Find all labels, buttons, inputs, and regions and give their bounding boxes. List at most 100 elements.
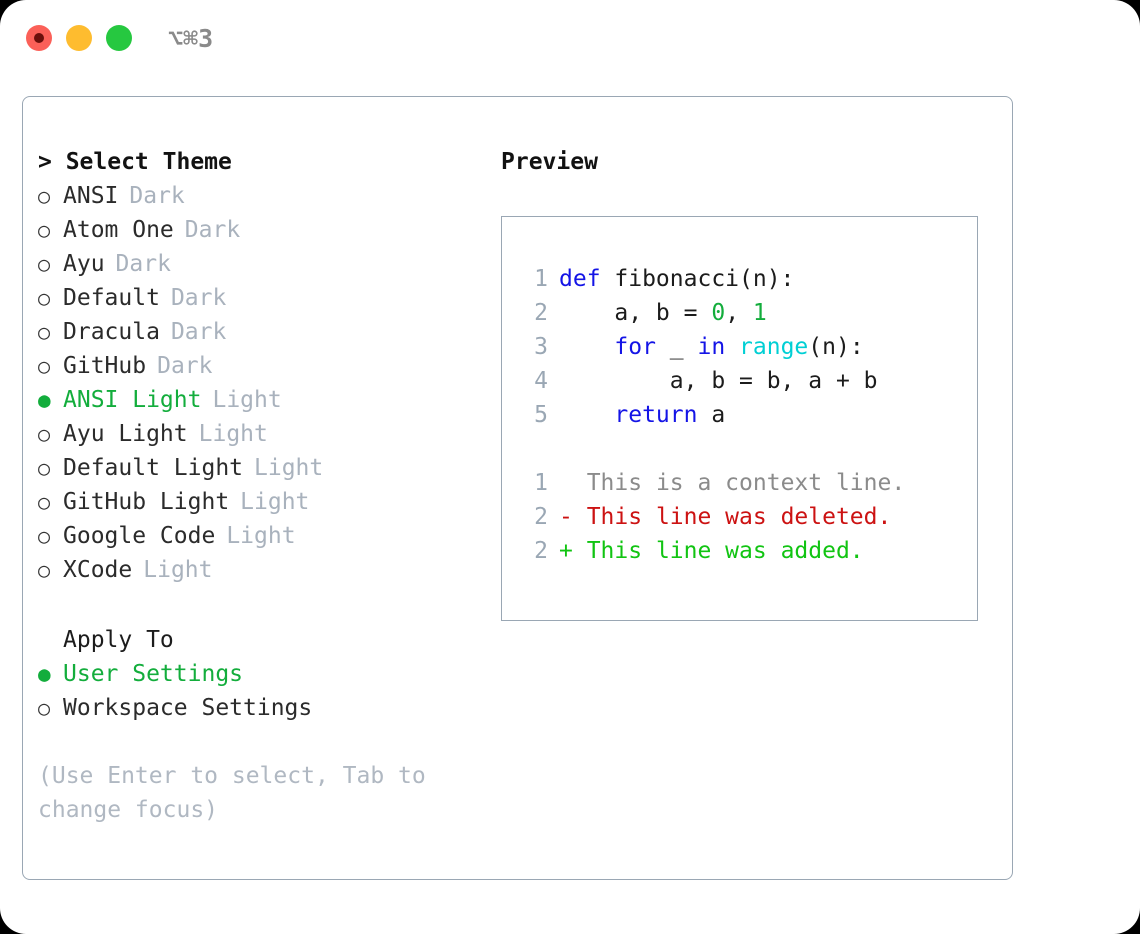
line-number: 2 <box>534 504 548 530</box>
code-line: 3 for _ in range(n): <box>520 330 971 364</box>
theme-variant-tag: Light <box>198 421 268 447</box>
radio-unselected-icon: ○ <box>38 490 51 514</box>
radio-unselected-icon: ○ <box>38 558 51 582</box>
diff-line-text: This line was added. <box>586 538 864 564</box>
diff-sample: 1 This is a context line.2- This line wa… <box>520 466 971 568</box>
radio-unselected-icon: ○ <box>38 696 51 720</box>
theme-option-label: ANSI Light <box>63 387 202 413</box>
theme-option-label: Ayu Light <box>63 421 188 447</box>
diff-marker: + <box>559 538 587 564</box>
code-diff-separator <box>520 432 971 466</box>
code-line: 4 a, b = b, a + b <box>520 364 971 398</box>
line-number: 2 <box>534 300 548 326</box>
theme-option-github-light[interactable]: ○ GitHub Light Light <box>38 485 478 519</box>
pane-spacer <box>38 587 478 623</box>
theme-option-label: GitHub Light <box>63 489 230 515</box>
theme-option-label: XCode <box>63 557 133 583</box>
theme-option-google-code[interactable]: ○ Google Code Light <box>38 519 478 553</box>
theme-variant-tag: Dark <box>115 251 171 277</box>
apply-to-option-label: Workspace Settings <box>63 695 313 721</box>
radio-unselected-icon: ○ <box>38 320 51 344</box>
keyboard-shortcut-label: ⌥⌘3 <box>168 24 214 53</box>
code-token-kw: def <box>559 266 601 292</box>
diff-marker <box>559 466 587 500</box>
radio-unselected-icon: ○ <box>38 422 51 446</box>
code-token-pl: fibonacci(n): <box>600 266 795 292</box>
code-token-pl <box>559 334 614 360</box>
code-token-kw: for <box>614 334 656 360</box>
theme-variant-tag: Light <box>212 387 282 413</box>
theme-option-label: Dracula <box>63 319 160 345</box>
code-token-pl: (n): <box>808 334 864 360</box>
apply-to-heading: Apply To <box>63 627 174 653</box>
theme-option-default-light[interactable]: ○ Default Light Light <box>38 451 478 485</box>
radio-unselected-icon: ○ <box>38 252 51 276</box>
diff-line: 1 This is a context line. <box>520 466 971 500</box>
diff-marker: - <box>559 504 587 530</box>
theme-variant-tag: Dark <box>157 353 213 379</box>
code-token-pl: a, b = b, a + b <box>559 368 878 394</box>
theme-option-label: ANSI <box>63 183 119 209</box>
theme-option-default[interactable]: ○ Default Dark <box>38 281 478 315</box>
apply-to-option-label: User Settings <box>63 661 244 687</box>
radio-unselected-icon: ○ <box>38 456 51 480</box>
theme-pane-title: > Select Theme <box>38 149 232 175</box>
theme-option-atom-one[interactable]: ○ Atom One Dark <box>38 213 478 247</box>
theme-variant-tag: Light <box>143 557 213 583</box>
theme-option-label: Ayu <box>63 251 105 277</box>
radio-selected-icon: ● <box>38 662 51 686</box>
code-line-text: def fibonacci(n): <box>559 262 794 296</box>
close-button[interactable] <box>26 25 52 51</box>
theme-variant-tag: Light <box>226 523 296 549</box>
theme-option-label: Atom One <box>63 217 174 243</box>
radio-unselected-icon: ○ <box>38 218 51 242</box>
traffic-lights <box>26 25 132 51</box>
theme-option-label: Default <box>63 285 160 311</box>
code-token-kw: in <box>697 334 726 360</box>
apply-to-option-user-settings[interactable]: ● User Settings <box>38 657 478 691</box>
code-line-text: for _ in range(n): <box>559 330 864 364</box>
code-token-num: 0 <box>711 300 726 326</box>
code-line-text: a, b = 0, 1 <box>559 296 767 330</box>
radio-unselected-icon: ○ <box>38 184 51 208</box>
theme-variant-tag: Light <box>254 455 324 481</box>
theme-variant-tag: Dark <box>170 319 227 345</box>
code-token-pl: a <box>697 402 726 428</box>
theme-option-ayu[interactable]: ○ Ayu Dark <box>38 247 478 281</box>
diff-line-text: This is a context line. <box>586 470 906 496</box>
code-token-pl: _ <box>655 334 698 360</box>
diff-line: 2- This line was deleted. <box>520 500 971 534</box>
code-token-num: 1 <box>752 300 767 326</box>
line-number: 4 <box>534 368 548 394</box>
line-number: 2 <box>534 538 548 564</box>
code-token-pl: , <box>725 300 753 326</box>
theme-option-ayu-light[interactable]: ○ Ayu Light Light <box>38 417 478 451</box>
theme-option-dracula[interactable]: ○ Dracula Dark <box>38 315 478 349</box>
theme-variant-tag: Light <box>240 489 310 515</box>
theme-option-label: Google Code <box>63 523 216 549</box>
theme-option-xcode[interactable]: ○ XCode Light <box>38 553 478 587</box>
theme-variant-tag: Dark <box>184 217 241 243</box>
preview-title: Preview <box>501 149 598 175</box>
minimize-button[interactable] <box>66 25 92 51</box>
theme-option-label: Default Light <box>63 455 244 481</box>
radio-unselected-icon: ○ <box>38 286 51 310</box>
zoom-button[interactable] <box>106 25 132 51</box>
radio-unselected-icon: ○ <box>38 524 51 548</box>
code-token-pl <box>725 334 739 360</box>
code-line-text: return a <box>559 398 725 432</box>
theme-variant-tag: Dark <box>170 285 227 311</box>
apply-to-option-workspace-settings[interactable]: ○ Workspace Settings <box>38 691 478 725</box>
code-line-text: a, b = b, a + b <box>559 364 878 398</box>
